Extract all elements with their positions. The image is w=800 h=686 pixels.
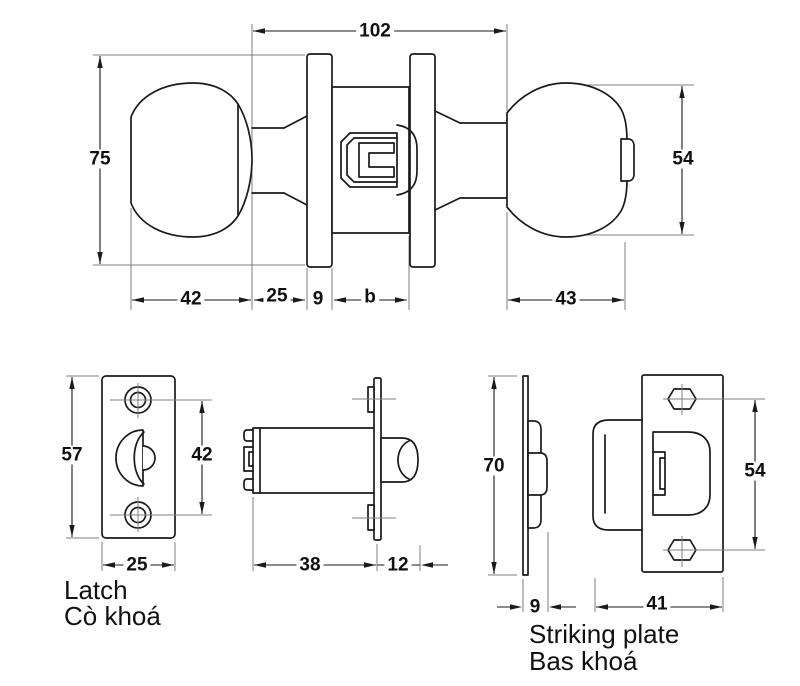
dim-inner-knob-length: 43 <box>552 289 580 309</box>
dim-outer-knob-length: 42 <box>177 289 205 309</box>
dim-neck-length: 25 <box>263 286 291 306</box>
latch-bolt-side <box>380 437 419 483</box>
locking-button <box>620 138 635 182</box>
dim-inner-knob-diameter: 54 <box>669 149 697 169</box>
inner-knob-collar <box>434 110 461 211</box>
dim-outer-knob-diameter: 75 <box>86 149 114 169</box>
latch-view <box>66 375 448 571</box>
outer-knob-neck <box>251 127 285 194</box>
strike-lip-front <box>592 419 643 531</box>
dimension-arrows <box>491 377 758 610</box>
dim-strike-plate-thickness: 9 <box>526 597 544 617</box>
inner-knob-neck <box>459 122 508 199</box>
latch-clip-bottom <box>243 478 254 491</box>
inner-knob-outline <box>506 82 628 238</box>
dim-rose-thickness: 9 <box>309 289 327 309</box>
label-strike-vi: Bas khoá <box>529 646 638 676</box>
latch-clip-top <box>243 429 254 442</box>
strike-latch-hole <box>652 431 711 516</box>
dim-latch-faceplate-width: 25 <box>123 555 151 575</box>
center-lines <box>110 383 396 532</box>
dim-latch-body-length: 38 <box>296 555 324 575</box>
dim-strike-hole-spacing: 54 <box>741 461 769 481</box>
latch-faceplate-side <box>373 377 382 541</box>
strike-latch-hole-tab <box>652 451 666 496</box>
latch-tube <box>252 427 375 494</box>
dim-overall-length: 102 <box>356 21 394 41</box>
knob-assembly-view <box>93 24 694 310</box>
outer-knob-outline <box>130 82 253 238</box>
dimension-arrows <box>69 377 433 568</box>
latch-bolt-side-bevel <box>397 440 410 480</box>
label-latch-en: Latch <box>64 575 128 605</box>
latch-deadlatch-pin <box>142 445 156 471</box>
spindle-back-collar <box>396 124 418 196</box>
dimension-arrows <box>97 28 685 303</box>
dim-latch-hole-spacing: 42 <box>188 445 216 465</box>
outer-knob-collar <box>283 115 308 206</box>
latch-bolt-bevel <box>133 431 145 485</box>
label-strike-en: Striking plate <box>529 619 680 649</box>
spindle-inset <box>346 137 398 183</box>
extension-lines <box>488 375 724 612</box>
extension-lines <box>66 375 421 571</box>
label-latch-vi: Cò khoá <box>64 601 161 631</box>
dim-door-thickness: b <box>361 287 379 307</box>
spindle-c-profile <box>358 142 395 178</box>
dim-latch-bolt-depth: 12 <box>384 555 412 575</box>
outer-rose <box>306 53 333 268</box>
dim-latch-faceplate-height: 57 <box>58 445 86 465</box>
latch-clip-middle <box>243 446 254 472</box>
strike-lip-side-short <box>527 452 548 496</box>
inner-rose <box>409 53 436 268</box>
center-lines <box>663 384 765 567</box>
dim-strike-plate-width: 41 <box>643 594 671 614</box>
dim-strike-plate-height: 70 <box>480 456 508 476</box>
striking-plate-view <box>488 374 765 612</box>
